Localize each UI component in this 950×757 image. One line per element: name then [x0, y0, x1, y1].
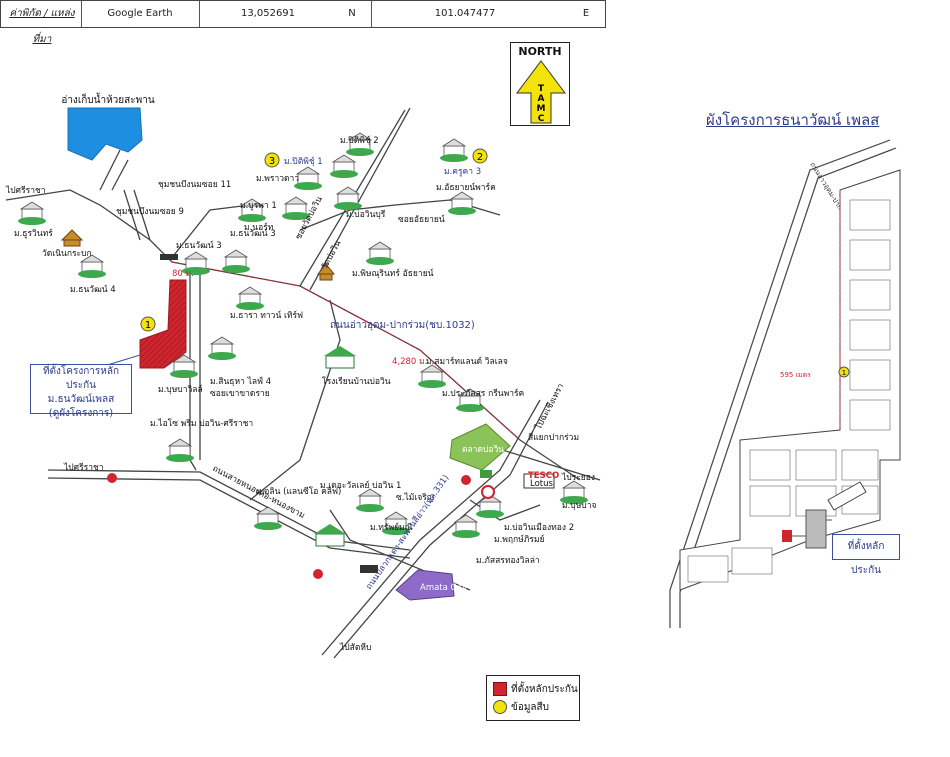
svg-text:M: M: [537, 104, 546, 114]
reservoir-shape: [67, 107, 143, 161]
source-value: Google Earth: [107, 8, 173, 19]
project-plan-title: ผังโครงการธนาวัฒน์ เพลส: [706, 111, 880, 129]
north-arrow: NORTH T A M C: [510, 42, 570, 126]
svg-text:ม.สมาร์ทแลนด์ วิลเลจ: ม.สมาร์ทแลนด์ วิลเลจ: [426, 356, 508, 367]
svg-text:ม.บูรพา 1: ม.บูรพา 1: [240, 201, 277, 211]
svg-text:1: 1: [842, 369, 846, 377]
longitude-value: 101.047477: [434, 8, 496, 19]
svg-text:ม.พราวดาว: ม.พราวดาว: [256, 174, 299, 184]
svg-text:ชุมชนบึงนมซอย 9: ชุมชนบึงนมซอย 9: [116, 207, 184, 217]
project-plan: ถนนอ่าวอุดม-ปากร่วม(ชบ.1032) 595 เมตร 1: [669, 139, 901, 628]
svg-text:ม.อัธยายน์พาร์ค: ม.อัธยายน์พาร์ค: [436, 182, 496, 193]
longitude-dir: E: [582, 8, 590, 19]
svg-text:ซอยอัธยายน์: ซอยอัธยายน์: [398, 214, 445, 225]
svg-text:Lotus: Lotus: [530, 479, 554, 489]
svg-text:ม.ทรัพย์มณี: ม.ทรัพย์มณี: [370, 522, 413, 533]
legend-site: ที่ตั้งหลักประกัน: [493, 682, 578, 698]
marker-3: 3: [269, 156, 275, 167]
svg-text:ม.ไอโซ พริม บ่อวิน-ศรีราชา: ม.ไอโซ พริม บ่อวิน-ศรีราชา: [150, 418, 253, 429]
svg-text:ม.บุษบาวิลล์: ม.บุษบาวิลล์: [158, 384, 203, 395]
marker-1: 1: [145, 320, 151, 331]
north-arrow-icon: T A M C: [516, 60, 566, 124]
plan-site-tag: ที่ตั้งหลักประกัน: [832, 534, 900, 576]
reservoir-label: อ่างเก็บน้ำห้วยสะพาน: [61, 92, 155, 106]
svg-text:ม.ธนวัฒน์ 3: ม.ธนวัฒน์ 3: [230, 228, 276, 239]
location-label: ค่าพิกัด / แหล่งที่มา: [9, 8, 75, 45]
svg-text:ม.สินธุหา ไลฟ์ 4: ม.สินธุหา ไลฟ์ 4: [210, 376, 271, 387]
svg-text:ชุมชนบึงนมซอย 11: ชุมชนบึงนมซอย 11: [158, 180, 231, 190]
svg-text:วัดบ่อวิน: วัดบ่อวิน: [320, 239, 344, 272]
coordinate-header: ค่าพิกัด / แหล่งที่มา Google Earth 13,05…: [0, 0, 606, 45]
svg-text:ม.พฤกษ์ภิรมย์: ม.พฤกษ์ภิรมย์: [494, 534, 545, 545]
svg-text:ซอยเขาขาดราย: ซอยเขาขาดราย: [210, 389, 270, 399]
svg-text:ม.ภัสสรทองวิลล่า: ม.ภัสสรทองวิลล่า: [476, 556, 540, 566]
latitude-dir: N: [348, 8, 356, 19]
svg-text:ไปศรีราชา: ไปศรีราชา: [63, 462, 104, 473]
amata-area: [395, 569, 455, 601]
svg-text:ตลาดบ่อวิน: ตลาดบ่อวิน: [462, 445, 504, 455]
svg-text:ม.อลิน (แลนซีโอ คลิฟ): ม.อลิน (แลนซีโอ คลิฟ): [256, 486, 341, 497]
svg-text:TESCO: TESCO: [528, 471, 559, 481]
svg-text:ม.บ่อวินเมืองทอง 2: ม.บ่อวินเมืองทอง 2: [504, 522, 574, 533]
svg-text:80 ม.: 80 ม.: [172, 269, 194, 279]
svg-text:T: T: [538, 84, 545, 94]
legend-reference: ข้อมูลสืบ: [493, 700, 549, 716]
market-area: [449, 423, 511, 471]
svg-text:โรงเรียนบ้านบ่อวิน: โรงเรียนบ้านบ่อวิน: [322, 376, 391, 387]
map-legend: ที่ตั้งหลักประกัน ข้อมูลสืบ: [486, 675, 580, 721]
site-callout: ที่ตั้งโครงการหลักประกัน ม.ธนวัฒน์เพลส (…: [30, 364, 132, 419]
svg-text:ถนนอ่าวอุดม-ปากร่วม(ชบ.1032): ถนนอ่าวอุดม-ปากร่วม(ชบ.1032): [330, 320, 475, 331]
svg-text:ม.เดอะวัลเลย์ บ่อวิน 1: ม.เดอะวัลเลย์ บ่อวิน 1: [320, 480, 401, 491]
svg-text:ม.นอร์ท: ม.นอร์ท: [244, 222, 274, 233]
svg-text:ม.ปิติพิชุ์ 2: ม.ปิติพิชุ์ 2: [340, 135, 379, 146]
svg-text:ม.ครูคา 3: ม.ครูคา 3: [444, 167, 481, 177]
latitude-value: 13,052691: [240, 8, 296, 19]
svg-text:ไปสัตหีบ: ไปสัตหีบ: [339, 642, 371, 653]
svg-text:ซ.ไม้เจริญ: ซ.ไม้เจริญ: [396, 492, 434, 503]
svg-text:ม.บ่อวินบุรี: ม.บ่อวินบุรี: [346, 209, 386, 220]
svg-text:ม.บุษบาจ: ม.บุษบาจ: [562, 501, 596, 511]
svg-text:Amata City: Amata City: [420, 583, 467, 593]
svg-text:ม.พิษณุรินทร์ อัธยายน์: ม.พิษณุรินทร์ อัธยายน์: [352, 268, 434, 279]
svg-text:วัดเนินกระบก: วัดเนินกระบก: [42, 249, 92, 259]
svg-text:ม.ธนวัฒน์ 3: ม.ธนวัฒน์ 3: [176, 240, 222, 251]
svg-text:ม.ปิติพิชุ์ 1: ม.ปิติพิชุ์ 1: [284, 156, 323, 167]
svg-text:ม.ธูรวินทร์: ม.ธูรวินทร์: [14, 228, 53, 239]
svg-text:สี่แยกปากร่วม: สี่แยกปากร่วม: [528, 431, 579, 443]
svg-text:ม.ธารา ทาวน์ เทิร์ฟ: ม.ธารา ทาวน์ เทิร์ฟ: [230, 310, 303, 321]
svg-text:ม.ประภัสสร กรีนพาร์ค: ม.ประภัสสร กรีนพาร์ค: [442, 388, 524, 399]
marker-2: 2: [477, 152, 483, 163]
svg-text:ไปศรีราชา: ไปศรีราชา: [5, 185, 46, 196]
svg-text:595 เมตร: 595 เมตร: [780, 371, 811, 379]
svg-text:4,280 ม.: 4,280 ม.: [392, 357, 427, 367]
location-map: อ่างเก็บน้ำห้วยสะพาน: [5, 92, 601, 659]
svg-text:ไปฉะเชิงเทรา: ไปฉะเชิงเทรา: [532, 381, 566, 432]
svg-text:ไประยอง: ไประยอง: [561, 472, 595, 483]
svg-text:C: C: [538, 114, 545, 124]
svg-text:ม.ธนวัฒน์ 4: ม.ธนวัฒน์ 4: [70, 284, 116, 295]
svg-text:A: A: [538, 94, 545, 104]
collateral-site-plot: [139, 279, 187, 369]
